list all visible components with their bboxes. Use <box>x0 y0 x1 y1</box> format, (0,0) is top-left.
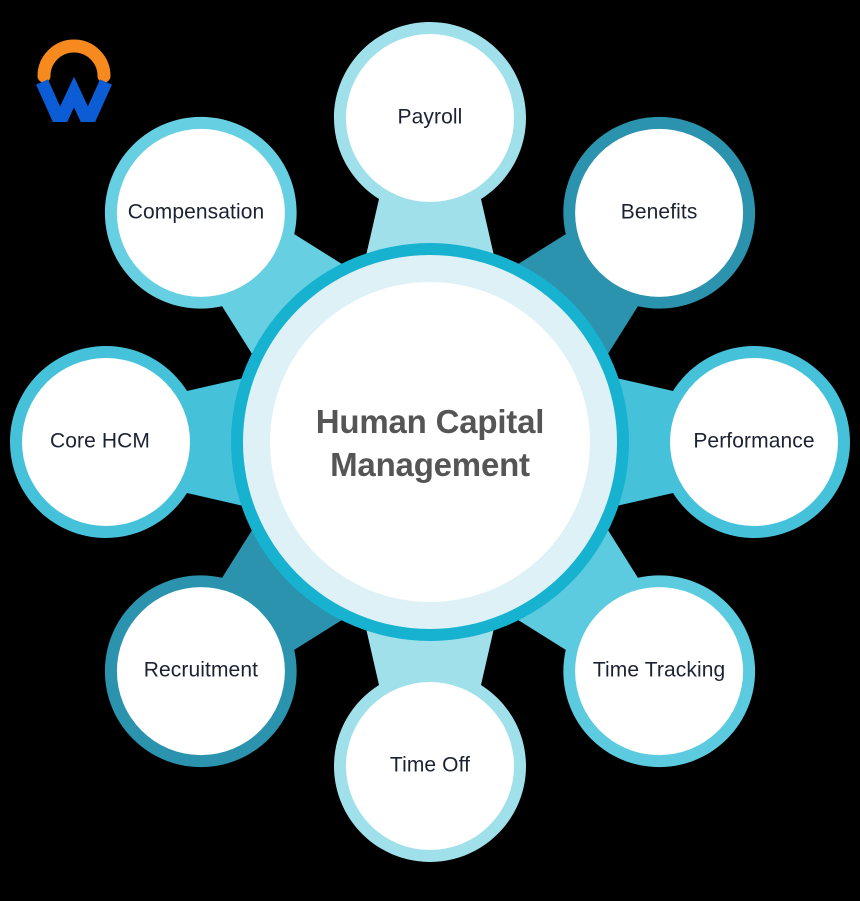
petal-time-off-bubble <box>346 682 514 850</box>
hub-inner-disc <box>270 282 590 602</box>
workday-w-icon <box>36 76 112 122</box>
hub-title-line-2: Management <box>330 446 530 483</box>
petal-compensation-label: Compensation <box>128 200 265 223</box>
petal-payroll-label: Payroll <box>398 106 463 129</box>
workday-logo[interactable] <box>34 30 114 122</box>
petal-recruitment[interactable]: Recruitment <box>65 423 449 807</box>
petal-performance-label: Performance <box>693 430 814 453</box>
petal-time-tracking-label: Time Tracking <box>593 659 725 682</box>
petal-recruitment-bubble <box>116 587 285 756</box>
petal-time-tracking[interactable]: Time Tracking <box>411 423 795 807</box>
petal-payroll[interactable]: Payroll <box>334 22 526 372</box>
petal-recruitment-label: Recruitment <box>144 659 258 682</box>
hub-group: Human Capital Management <box>231 243 629 641</box>
petal-compensation-bubble <box>116 128 285 297</box>
petal-payroll-bubble <box>346 34 514 202</box>
workday-arc-icon <box>37 39 111 83</box>
petal-benefits[interactable]: Benefits <box>411 77 795 461</box>
hub-title-line-1: Human Capital <box>316 403 544 440</box>
petal-benefits-bubble <box>575 128 744 297</box>
petal-time-off[interactable]: Time Off <box>334 512 526 862</box>
petal-benefits-label: Benefits <box>621 200 698 223</box>
petal-core-hcm-label: Core HCM <box>50 430 150 453</box>
petal-time-off-label: Time Off <box>390 754 470 777</box>
petal-core-hcm-bubble <box>22 358 190 526</box>
petal-performance-bubble <box>670 358 838 526</box>
petal-group: Payroll Benefits Performance Time Tracki… <box>10 22 850 862</box>
petal-core-hcm[interactable]: Core HCM <box>10 346 360 538</box>
petal-performance[interactable]: Performance <box>500 346 850 538</box>
petal-compensation[interactable]: Compensation <box>65 77 449 461</box>
petal-time-tracking-bubble <box>575 587 744 756</box>
